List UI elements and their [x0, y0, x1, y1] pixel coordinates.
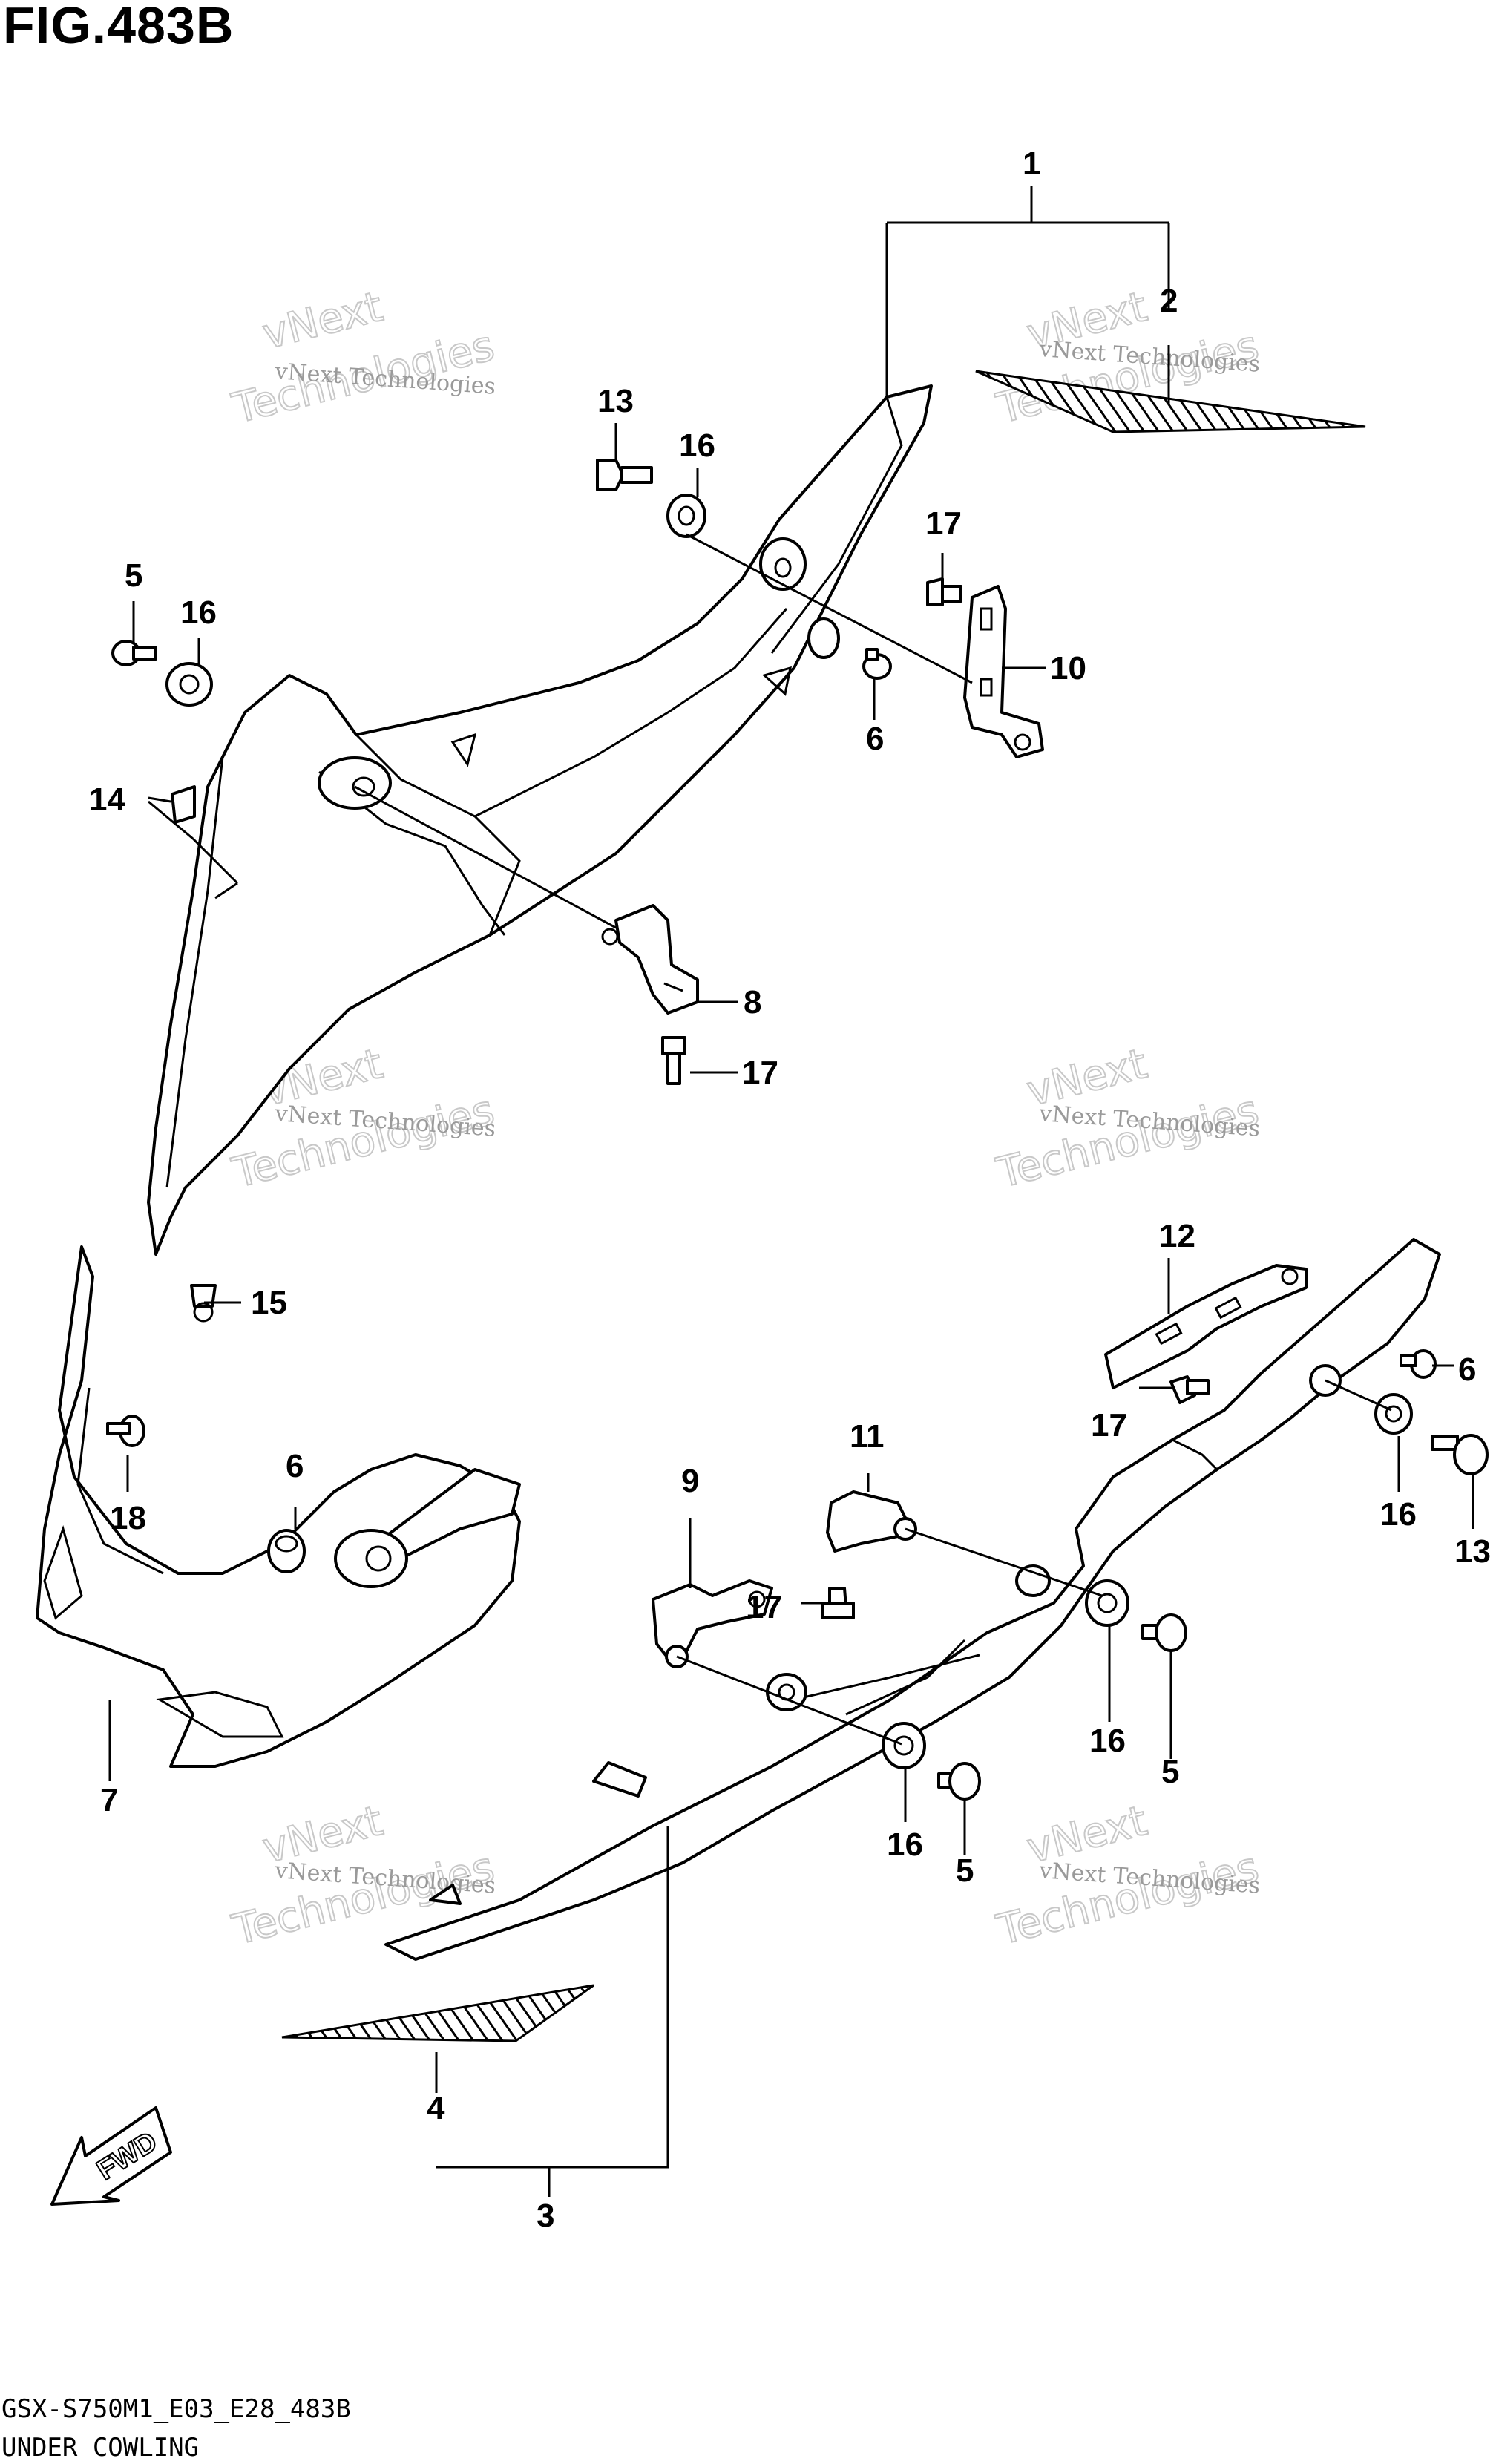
callout-labels: 1 2 3 4 5 5 5 6 6 6 7 8 9 10 11 12 13 13… [89, 145, 1491, 2234]
fastener-5-lower-a [1141, 1613, 1187, 1652]
callout-6-right: 6 [1458, 1351, 1476, 1388]
fastener-6-upper [862, 648, 892, 680]
fastener-17-lower-mid [821, 1587, 855, 1619]
callout-12: 12 [1159, 1218, 1195, 1254]
callout-18: 18 [110, 1500, 146, 1536]
watermark-bottom-right: vNext Technologies vNext Technologies [991, 1796, 1264, 1956]
callout-16-upper: 16 [679, 427, 715, 464]
callout-14: 14 [89, 782, 125, 818]
callout-16-right: 16 [1380, 1496, 1417, 1533]
figure-title: FIG.483B [3, 0, 234, 54]
fastener-5-upper [111, 640, 157, 666]
callout-4: 4 [427, 2090, 445, 2126]
callout-16-lower-a: 16 [1089, 1723, 1126, 1759]
callout-3: 3 [537, 2198, 554, 2234]
callout-8: 8 [744, 984, 761, 1020]
leader-lines [108, 186, 1474, 2197]
callout-10: 10 [1050, 650, 1086, 687]
callout-16-left: 16 [180, 594, 217, 631]
callout-1: 1 [1023, 145, 1040, 182]
fastener-15 [190, 1284, 217, 1323]
part-1-upper-cowling [147, 384, 933, 1256]
fastener-18 [106, 1415, 145, 1447]
fastener-16-right [1374, 1393, 1413, 1435]
part-12-bracket [1104, 1264, 1308, 1389]
part-8-bracket [601, 904, 699, 1015]
callout-2: 2 [1160, 283, 1178, 319]
svg-text:vNext: vNext [258, 283, 387, 359]
callout-17-mid: 17 [742, 1055, 778, 1091]
callout-13-right: 13 [1454, 1533, 1491, 1570]
callout-5-upper: 5 [125, 557, 142, 594]
callout-17-lower-mid: 17 [746, 1589, 782, 1625]
callout-9: 9 [681, 1463, 699, 1499]
fastener-16-lower-a [1085, 1579, 1129, 1627]
part-11-bracket [826, 1490, 917, 1553]
callout-16-lower-b: 16 [887, 1826, 923, 1863]
callout-6-upper: 6 [866, 721, 884, 757]
fastener-5-lower-b [937, 1762, 981, 1801]
part-10-bracket [963, 585, 1044, 758]
fastener-6-right [1400, 1349, 1437, 1379]
callout-5-lower-a: 5 [1161, 1754, 1179, 1790]
callout-17-upper-right: 17 [925, 505, 962, 542]
watermark-mid-right: vNext Technologies vNext Technologies [991, 1039, 1264, 1199]
callout-17-lower-right: 17 [1091, 1407, 1127, 1444]
callout-15: 15 [251, 1285, 287, 1321]
fastener-17-upper-right [926, 577, 962, 606]
part-2-decal [975, 370, 1366, 433]
callout-6-lower: 6 [286, 1448, 304, 1484]
fastener-17-mid [661, 1036, 686, 1085]
section-name: UNDER COWLING [1, 2433, 200, 2463]
callout-5-lower-b: 5 [956, 1852, 974, 1889]
fastener-14-clip [171, 785, 196, 824]
part-7-front-cowling [36, 1245, 521, 1768]
part-4-decal [281, 1984, 594, 2042]
fastener-16-upper [666, 494, 706, 538]
callout-7: 7 [100, 1782, 118, 1818]
fwd-arrow-icon: FWD [50, 2106, 172, 2206]
fastener-13-right [1431, 1434, 1489, 1475]
callout-13-upper: 13 [597, 383, 634, 419]
callout-11: 11 [850, 1418, 885, 1455]
model-code: GSX-S750M1_E03_E28_483B [1, 2394, 351, 2424]
part-3-lower-cowling [384, 1238, 1441, 1961]
fastener-16-left [165, 662, 213, 707]
fastener-6-lower [267, 1529, 306, 1573]
watermark-top-left: vNext Technologies vNext Technologies [227, 282, 500, 434]
fastener-13-upper [596, 459, 653, 491]
fastener-16-lower-b [882, 1722, 926, 1769]
fastener-17-lower-right [1169, 1375, 1210, 1404]
